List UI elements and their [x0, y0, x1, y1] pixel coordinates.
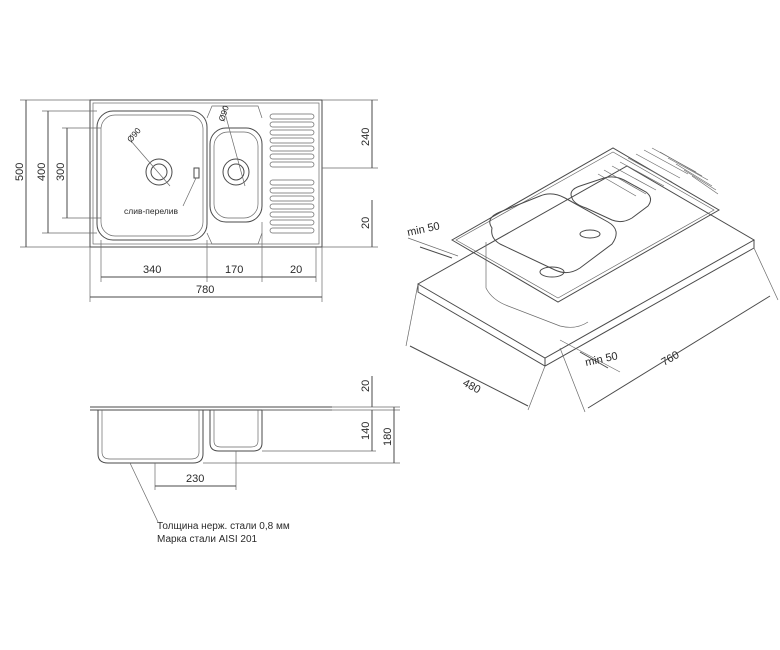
iso-small-bowl [570, 176, 652, 223]
small-bowl-section [209, 410, 263, 452]
isometric-view: min 50 min 50 480 760 [405, 147, 779, 413]
dim-20-bottom: 20 [290, 264, 302, 276]
dim-780: 780 [196, 284, 214, 296]
dim-side-230: 230 [186, 473, 204, 485]
large-drain-icon [145, 158, 173, 186]
diameter-small-label: Ø90 [216, 104, 231, 123]
dim-min50-left: min 50 [406, 220, 441, 239]
dim-side-140: 140 [360, 422, 372, 440]
large-bowl [96, 110, 208, 241]
side-dimension-lines [155, 376, 395, 487]
top-view: 340 170 20 780 500 400 300 240 20 Ø90 Ø9… [14, 99, 378, 302]
dim-170: 170 [225, 264, 243, 276]
small-bowl [209, 127, 263, 223]
dim-300: 300 [55, 163, 67, 181]
dim-min50-right: min 50 [584, 350, 619, 369]
dim-side-20: 20 [360, 380, 372, 392]
drainboard-grooves [269, 113, 315, 234]
diameter-large-label: Ø90 [125, 125, 143, 144]
side-view: 20 140 180 230 [90, 376, 400, 523]
countertop [416, 165, 756, 359]
iso-dimension-lines [409, 246, 771, 409]
small-drain-icon [222, 158, 250, 186]
dimension-lines [25, 100, 373, 298]
overflow-label: слив-перелив [124, 206, 179, 216]
large-bowl-section [97, 410, 204, 464]
thickness-note: Толщина нерж. стали 0,8 мм [157, 521, 290, 532]
dim-20-right: 20 [360, 217, 372, 229]
iso-drainboard-grooves [597, 147, 719, 197]
dim-340: 340 [143, 264, 161, 276]
dim-240: 240 [360, 128, 372, 146]
dim-500: 500 [14, 163, 26, 181]
dim-side-180: 180 [382, 428, 394, 446]
overflow-icon [193, 167, 200, 179]
sink-outline [89, 99, 323, 248]
iso-sink-rim [451, 147, 720, 303]
steel-grade-note: Марка стали AISI 201 [157, 534, 258, 545]
dim-400: 400 [36, 163, 48, 181]
material-note: Толщина нерж. стали 0,8 мм Марка стали A… [157, 520, 290, 546]
iso-large-bowl [489, 193, 617, 274]
dim-480: 480 [461, 377, 483, 396]
